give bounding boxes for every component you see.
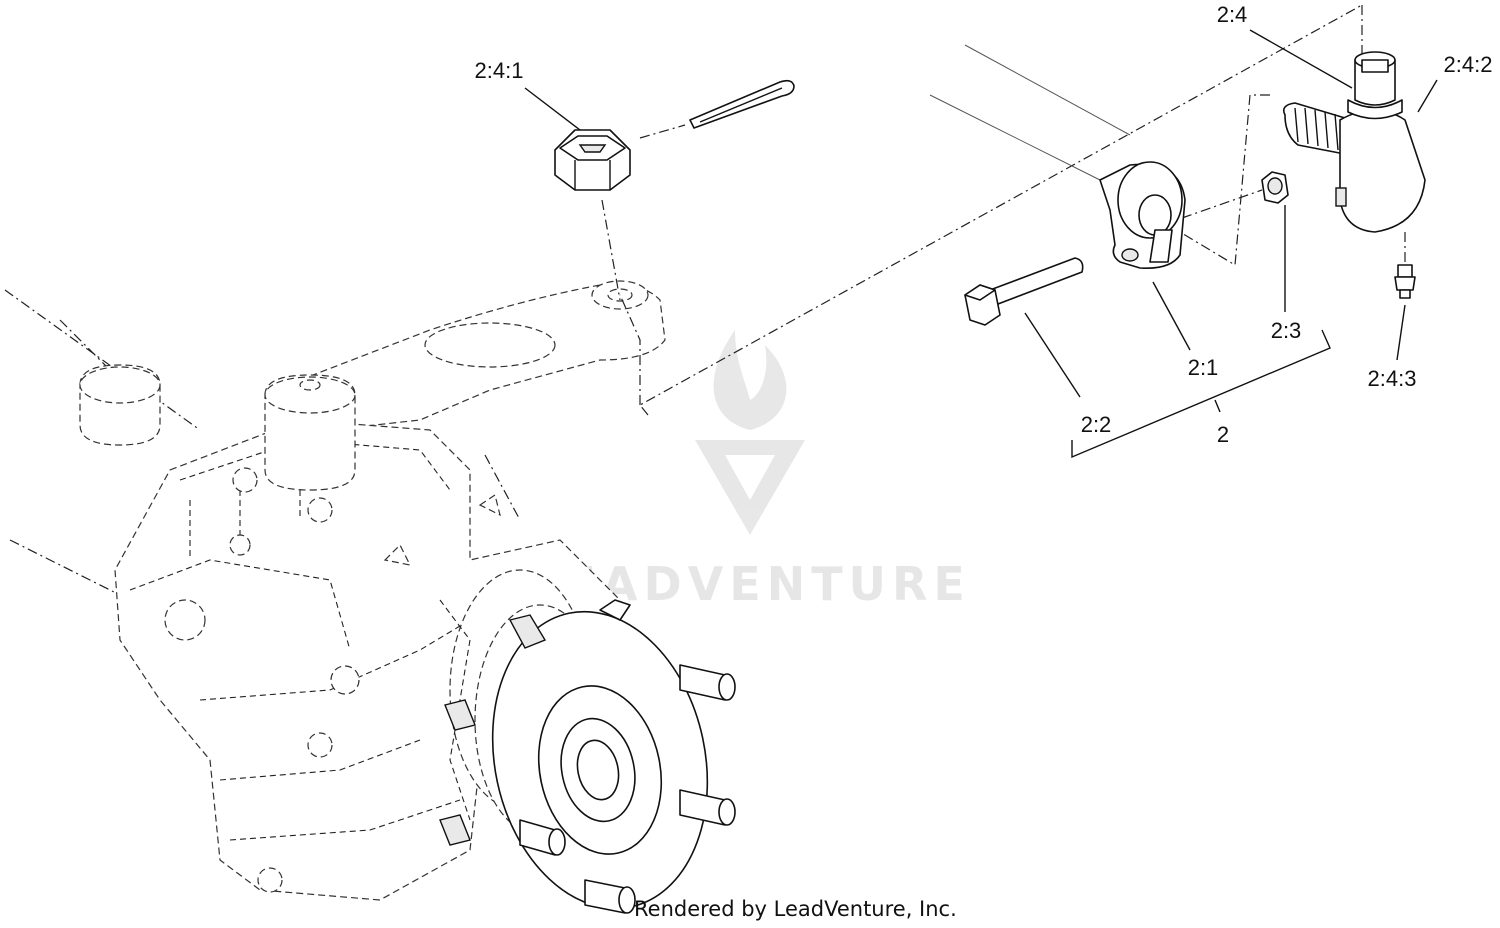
callout-2-1: 2:1	[1188, 355, 1219, 380]
housing-bolt-4	[330, 665, 360, 695]
wheel-studs	[519, 599, 736, 914]
housing-edge-2	[129, 559, 351, 651]
gearbox-assembly	[4, 280, 736, 914]
tie-rod-end	[1282, 51, 1426, 233]
housing-pointer-1	[383, 543, 412, 566]
housing-bolt-3	[229, 534, 251, 556]
housing-pointer-2	[478, 494, 501, 517]
callout-2-4-2: 2:4:2	[1444, 52, 1493, 77]
frame-centerline-4	[484, 454, 521, 521]
hub-tab-1	[508, 614, 547, 649]
hex-bolt	[964, 257, 1084, 326]
callout-2-4: 2:4	[1217, 2, 1248, 27]
leader-2-4	[1249, 29, 1353, 89]
housing-bolt-1	[232, 467, 258, 493]
housing-edge-5	[229, 799, 461, 841]
frame-centerline-1	[4, 289, 201, 431]
wheel-hub-bore	[576, 739, 620, 801]
leadventure-logo-icon	[695, 330, 805, 535]
steering-arm-boss	[424, 322, 556, 368]
hub-tab-3	[439, 814, 471, 846]
leader-2-1	[1152, 281, 1191, 351]
callout-2: 2	[1217, 422, 1229, 447]
leader-2-2	[1024, 312, 1081, 398]
callout-2-4-3: 2:4:3	[1368, 366, 1417, 391]
cotter-pin	[689, 79, 795, 129]
housing-bolt-2	[307, 497, 333, 523]
watermark: LEADVENTURE	[529, 330, 965, 611]
spindle-cap-top	[79, 366, 161, 404]
leader-lines	[524, 29, 1438, 459]
rod-ghost-line-2	[964, 44, 1131, 136]
centerline-bolt	[1181, 189, 1263, 219]
centerline-cotter	[639, 124, 686, 139]
render-credit: Rendered by LeadVenture, Inc.	[634, 897, 957, 921]
centerline-arm-drop	[619, 294, 641, 405]
rod-ghost-line-1	[929, 94, 1101, 181]
bracket-2-tick	[1214, 399, 1221, 413]
leader-2-4-3	[1396, 304, 1406, 361]
frame-centerline-3	[59, 319, 111, 371]
leader-2-4-1	[524, 87, 581, 131]
tie-rod-clevis	[1099, 161, 1186, 270]
frame-centerline-2	[9, 539, 131, 601]
kingpin-bore	[299, 379, 321, 391]
callout-labels: 2:4:1 2:4 2:4:2 2:3 2:1 2:4:3 2:2 2	[475, 2, 1493, 447]
assembly-centerlines	[601, 4, 1406, 416]
housing-edge-1	[179, 439, 451, 491]
callout-2-2: 2:2	[1081, 412, 1112, 437]
housing-port	[164, 599, 206, 641]
centerline-zigzag	[1159, 94, 1270, 267]
housing-bolt-6	[257, 867, 283, 893]
kingpin-top	[264, 376, 356, 414]
callout-2-3: 2:3	[1271, 318, 1302, 343]
leader-2-4-2	[1417, 79, 1438, 113]
hub-hidden-edge	[439, 599, 471, 821]
housing-edge-4	[219, 739, 421, 781]
housing-edge-3	[199, 619, 471, 701]
housing-bolt-5	[307, 732, 333, 758]
bracket-2	[1071, 329, 1331, 459]
hub-tab-2	[444, 699, 476, 731]
callout-2-4-1: 2:4:1	[475, 58, 524, 83]
grease-fitting	[1394, 264, 1416, 299]
centerline-nut-drop	[601, 199, 621, 301]
hex-nut	[1261, 171, 1289, 204]
castle-nut	[554, 129, 631, 191]
centerline-main	[639, 4, 1363, 416]
